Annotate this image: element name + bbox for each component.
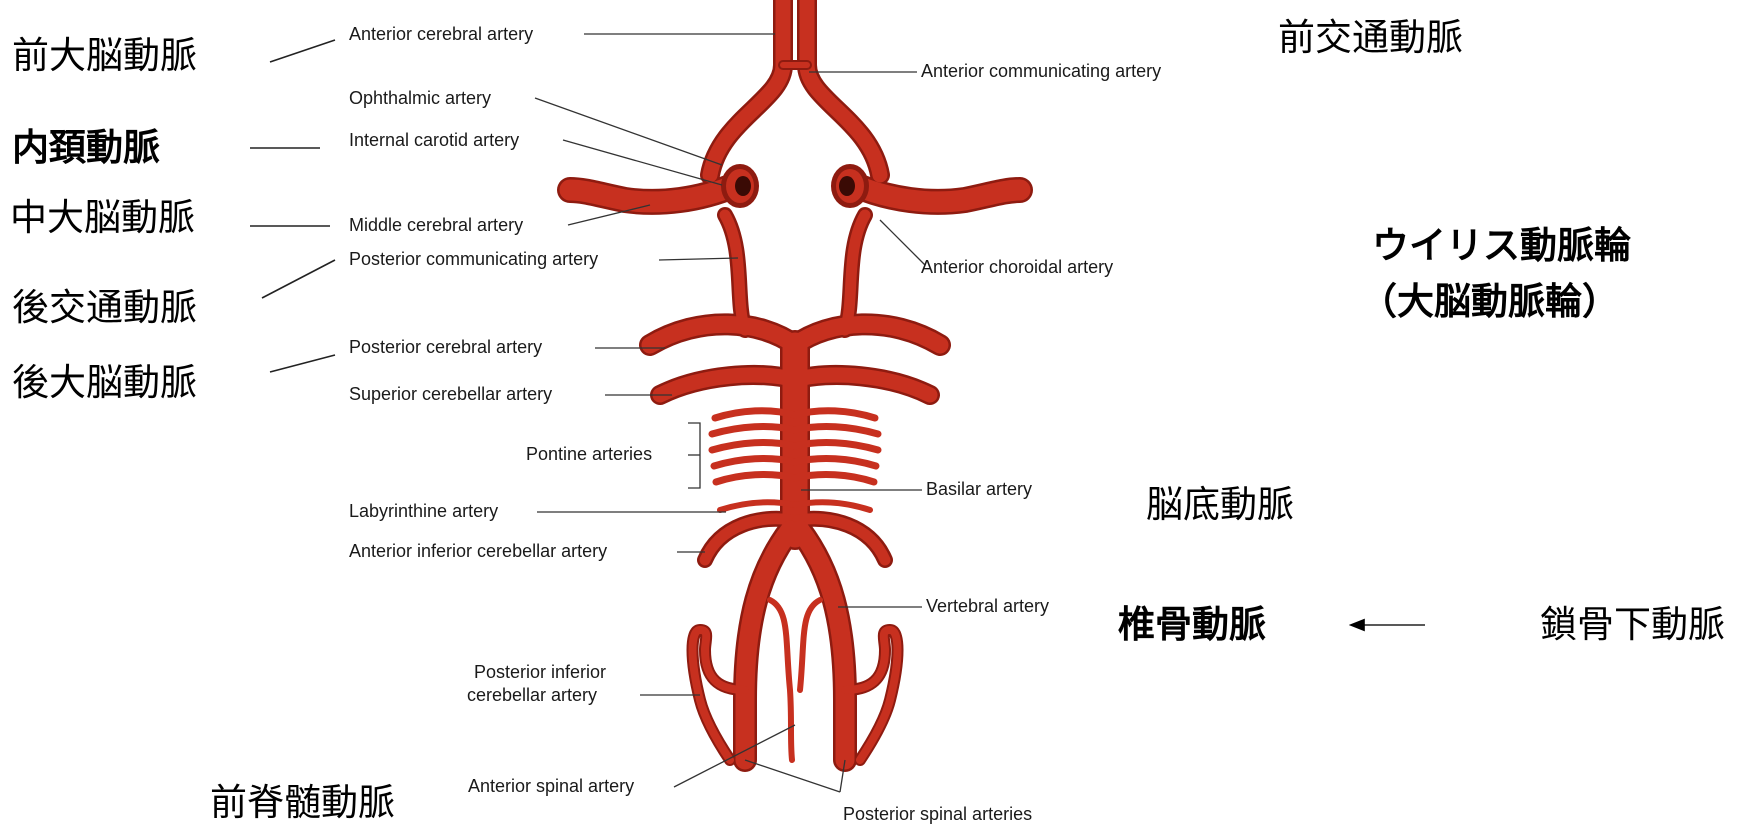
jp-label-subclavian: 鎖骨下動脈 bbox=[1540, 603, 1725, 646]
label-middle-cerebral-artery: Middle cerebral artery bbox=[349, 215, 523, 235]
label-posterior-inferior-cerebellar-artery-line1: Posterior inferior bbox=[474, 662, 606, 682]
label-anterior-choroidal-artery: Anterior choroidal artery bbox=[921, 257, 1113, 277]
jp-label-anterior-cerebral: 前大脳動脈 bbox=[12, 34, 197, 77]
label-superior-cerebellar-artery: Superior cerebellar artery bbox=[349, 384, 552, 404]
jp-label-circle-of-willis: ウイリス動脈輪 bbox=[1372, 224, 1631, 267]
label-ophthalmic-artery: Ophthalmic artery bbox=[349, 88, 491, 108]
jp-label-anterior-spinal: 前脊髄動脈 bbox=[210, 781, 395, 824]
jp-label-vertebral: 椎骨動脈 bbox=[1118, 603, 1266, 646]
jp-label-internal-carotid: 内頚動脈 bbox=[12, 126, 160, 169]
label-anterior-inferior-cerebellar-artery: Anterior inferior cerebellar artery bbox=[349, 541, 607, 561]
label-internal-carotid-artery: Internal carotid artery bbox=[349, 130, 519, 150]
label-anterior-communicating-artery: Anterior communicating artery bbox=[921, 61, 1161, 81]
label-posterior-communicating-artery: Posterior communicating artery bbox=[349, 249, 598, 269]
label-basilar-artery: Basilar artery bbox=[926, 479, 1032, 499]
jp-label-basilar: 脳底動脈 bbox=[1146, 483, 1294, 526]
internal-carotid-artery-left bbox=[721, 164, 759, 208]
label-pontine-arteries: Pontine arteries bbox=[526, 444, 652, 464]
label-labyrinthine-artery: Labyrinthine artery bbox=[349, 501, 498, 521]
internal-carotid-artery-right bbox=[831, 164, 869, 208]
label-posterior-spinal-arteries: Posterior spinal arteries bbox=[843, 804, 1032, 824]
jp-label-posterior-cerebral: 後大脳動脈 bbox=[12, 361, 197, 404]
label-posterior-inferior-cerebellar-artery-line2: cerebellar artery bbox=[467, 685, 597, 705]
jp-label-cerebral-arterial-circle: （大脳動脈輪） bbox=[1360, 280, 1619, 323]
label-posterior-cerebral-artery: Posterior cerebral artery bbox=[349, 337, 542, 357]
arteries bbox=[570, 0, 1020, 760]
label-vertebral-artery: Vertebral artery bbox=[926, 596, 1049, 616]
jp-label-anterior-communicating: 前交通動脈 bbox=[1278, 16, 1463, 59]
label-anterior-spinal-artery: Anterior spinal artery bbox=[468, 776, 634, 796]
jp-label-posterior-communicating: 後交通動脈 bbox=[12, 286, 197, 329]
label-anterior-cerebral-artery: Anterior cerebral artery bbox=[349, 24, 533, 44]
jp-label-middle-cerebral: 中大脳動脈 bbox=[10, 196, 195, 239]
